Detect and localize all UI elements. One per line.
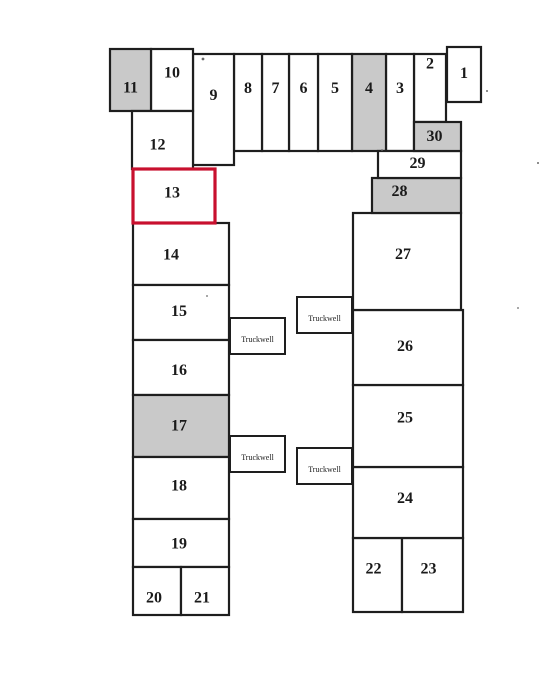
unit-label: 25 [397,410,413,427]
unit-label: 29 [410,155,426,172]
unit-label: 13 [164,185,180,202]
unit-label: 1 [460,65,468,82]
unit-box [108,47,153,113]
unit-10[interactable]: 10 [149,47,195,113]
unit-label: 23 [421,561,437,578]
truckwell-label: Truckwell [308,314,341,323]
unit-box [384,52,416,153]
unit-label: 11 [123,80,138,97]
truckwell-box [229,317,286,355]
unit-3[interactable]: 3 [384,52,416,153]
unit-18[interactable]: 18 [131,455,231,521]
unit-box [191,52,236,167]
unit-13[interactable]: 13 [131,167,217,225]
unit-label: 12 [150,137,166,154]
unit-label: 19 [171,536,187,553]
unit-box [351,383,465,469]
unit-box [131,517,231,569]
unit-11[interactable]: 11 [108,47,153,113]
unit-23[interactable]: 23 [400,536,465,614]
unit-1[interactable]: 1 [445,45,483,104]
unit-2[interactable]: 2 [412,52,448,124]
truckwell-label: Truckwell [241,335,274,344]
unit-box [400,536,465,614]
unit-label: 22 [366,561,382,578]
unit-label: 27 [395,246,411,263]
unit-box [316,52,354,153]
unit-label: 18 [171,478,187,495]
unit-5[interactable]: 5 [316,52,354,153]
unit-label: 14 [163,247,179,264]
unit-box [260,52,291,153]
unit-29[interactable]: 29 [376,149,463,180]
unit-box [131,455,231,521]
unit-9[interactable]: 9 [191,52,236,167]
unit-label: 6 [300,80,308,97]
unit-25[interactable]: 25 [351,383,465,469]
unit-4[interactable]: 4 [350,52,388,153]
unit-label: 7 [272,80,280,97]
unit-label: 24 [397,490,413,507]
unit-label: 2 [426,56,434,73]
unit-label: 17 [171,418,187,435]
unit-6[interactable]: 6 [287,52,320,153]
scan-specks [201,57,539,309]
truckwell-2[interactable]: Truckwell [296,296,353,334]
unit-box [350,52,388,153]
unit-24[interactable]: 24 [351,465,465,540]
unit-label: 3 [396,80,404,97]
unit-30[interactable]: 30 [412,120,463,153]
unit-box [412,120,463,153]
unit-label: 4 [365,80,373,97]
unit-label: 20 [146,590,162,607]
unit-21[interactable]: 21 [179,565,231,617]
unit-27[interactable]: 27 [351,211,463,312]
truckwell-1[interactable]: Truckwell [229,317,286,355]
unit-box [131,221,231,287]
unit-box [131,565,183,617]
truckwell-label: Truckwell [308,465,341,474]
unit-16[interactable]: 16 [131,338,231,397]
unit-label: 30 [427,128,443,145]
unit-box [232,52,264,153]
unit-12[interactable]: 12 [130,109,195,171]
unit-label: 5 [331,80,339,97]
unit-box [131,338,231,397]
unit-26[interactable]: 26 [351,308,465,387]
unit-box [351,465,465,540]
unit-19[interactable]: 19 [131,517,231,569]
truckwell-4[interactable]: Truckwell [296,447,353,485]
unit-28[interactable]: 28 [370,176,463,215]
unit-label: 21 [194,590,210,607]
unit-box [370,176,463,215]
unit-14[interactable]: 14 [131,221,231,287]
unit-box [351,308,465,387]
unit-label: 16 [171,362,187,379]
unit-label: 26 [397,338,413,355]
truckwell-label: Truckwell [241,453,274,462]
unit-label: 15 [171,303,187,320]
unit-box [351,211,463,312]
unit-label: 8 [244,80,252,97]
unit-7[interactable]: 7 [260,52,291,153]
selected-unit-highlight [131,167,217,225]
unit-label: 10 [164,65,180,82]
unit-20[interactable]: 20 [131,565,183,617]
unit-box [376,149,463,180]
unit-box [287,52,320,153]
unit-label: 28 [392,183,408,200]
unit-15[interactable]: 15 [131,283,231,342]
truckwell-box [296,296,353,334]
unit-label: 9 [210,87,218,104]
truckwell-box [229,435,286,473]
truckwell-3[interactable]: Truckwell [229,435,286,473]
unit-17[interactable]: 17 [131,393,231,459]
truckwell-box [296,447,353,485]
unit-8[interactable]: 8 [232,52,264,153]
unit-22[interactable]: 22 [351,536,404,614]
unit-box [179,565,231,617]
